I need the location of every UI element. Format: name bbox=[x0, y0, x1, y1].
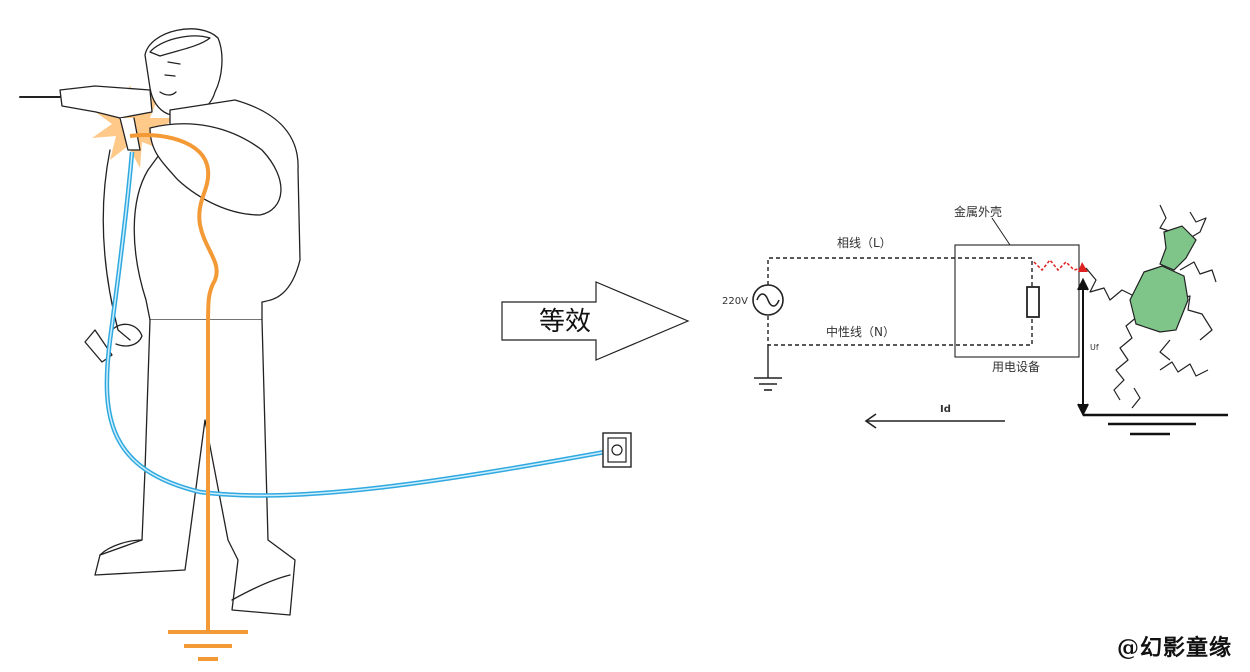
voltage-arrow bbox=[1077, 277, 1089, 417]
neutral-wire bbox=[767, 316, 1033, 346]
equivalence-label: 等效 bbox=[539, 307, 591, 337]
worker-arm bbox=[149, 123, 282, 216]
hand-tool bbox=[84, 329, 113, 363]
circuit-ground-icon bbox=[754, 377, 782, 391]
watermark: @幻影童缘 bbox=[1116, 635, 1232, 661]
circuit-diagram bbox=[752, 217, 1080, 391]
drill-body bbox=[59, 85, 153, 119]
earth-surface bbox=[1083, 413, 1228, 436]
ground-symbol-icon bbox=[168, 630, 248, 661]
wall-socket-icon bbox=[602, 432, 632, 468]
source-voltage-label: 220V bbox=[722, 296, 748, 307]
current-arrow bbox=[864, 413, 1005, 429]
earth-patch bbox=[1159, 225, 1197, 271]
voltage-label: Uf bbox=[1090, 343, 1099, 352]
worker-legs bbox=[94, 319, 296, 616]
enclosure-label: 金属外壳 bbox=[954, 204, 1002, 219]
current-label: Id bbox=[940, 404, 951, 415]
equipment-label: 用电设备 bbox=[992, 360, 1040, 374]
phase-line-label: 相线（L） bbox=[837, 236, 892, 250]
metal-enclosure bbox=[954, 244, 1080, 358]
neutral-line-label: 中性线（N） bbox=[826, 324, 895, 339]
equivalence-arrow bbox=[501, 281, 690, 361]
ground-current-path bbox=[129, 133, 219, 630]
worker-illustration bbox=[19, 28, 301, 616]
phase-wire bbox=[767, 257, 1033, 290]
load-resistor-icon bbox=[1026, 286, 1040, 318]
earth-patch bbox=[1129, 265, 1189, 333]
fault-current-path bbox=[1033, 258, 1083, 272]
